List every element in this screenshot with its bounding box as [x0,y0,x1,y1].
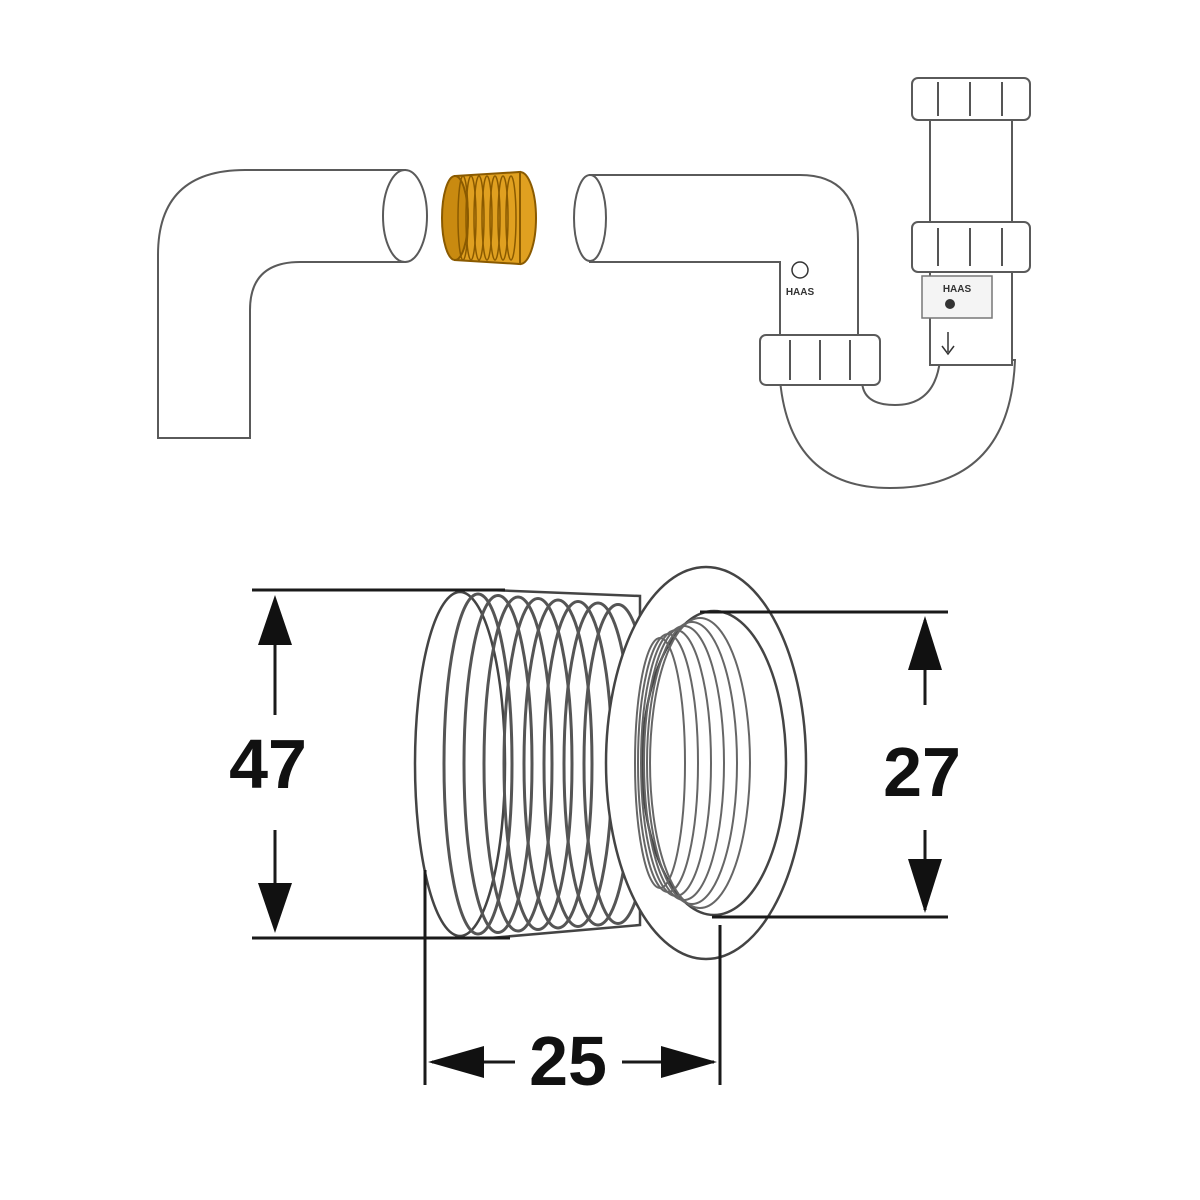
reducer-flange-inner [640,609,788,917]
trap-inlet-pipe [589,174,859,341]
flow-arrow-icon [941,332,955,356]
trap-inlet-pipe-opening [573,174,607,262]
union-nut-left [759,334,881,386]
reducer-insert-colored [441,170,537,266]
dimension-label-47: 47 [229,725,307,803]
logo-text-inlet: HAAS [786,287,815,298]
left-elbow-pipe-opening [382,169,428,263]
union-nut-top [911,77,1031,121]
reducer-inner-threads [634,617,751,909]
logo-icon-riser [945,299,955,309]
dimension-inner-diameter: 27 [700,610,961,919]
dimension-label-25: 25 [529,1022,607,1100]
reducer-back-end [413,590,507,938]
logo-icon [791,261,809,279]
dimension-label-27: 27 [883,733,961,811]
dimension-outer-diameter: 47 [229,588,510,940]
logo-text-riser: HAAS [943,284,972,295]
dimensioned-reducer: 47 27 25 [229,565,961,1100]
assembly-illustration: HAAS HAAS [157,77,1031,490]
left-elbow-pipe [157,169,406,439]
trap-u-bend [778,359,1017,490]
dimension-length: 25 [423,870,722,1100]
union-nut-middle [911,221,1031,273]
